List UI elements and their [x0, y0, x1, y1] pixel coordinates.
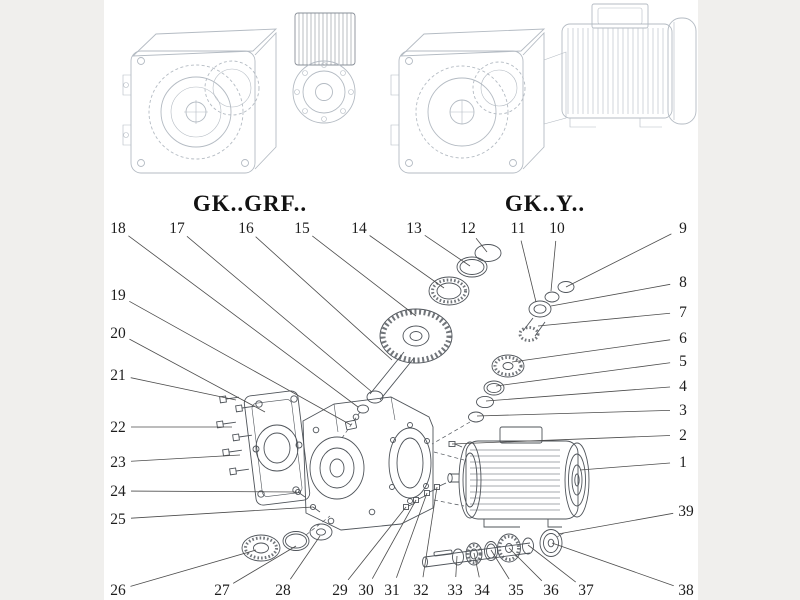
- part-number-24: 24: [110, 483, 126, 500]
- part-number-15: 15: [294, 220, 310, 237]
- gearbox-unit-motor-drawing: [390, 3, 697, 174]
- part-number-5: 5: [679, 353, 687, 370]
- part-number-8: 8: [679, 274, 687, 291]
- part-number-18: 18: [110, 220, 126, 237]
- bearing-cover-group: [241, 515, 333, 562]
- part-number-17: 17: [169, 220, 185, 237]
- leader-line-23: [130, 454, 241, 462]
- leader-line-10: [550, 240, 557, 292]
- leader-line-26: [130, 549, 257, 587]
- leader-line-30: [371, 499, 417, 579]
- leader-line-34: [473, 552, 480, 578]
- leader-line-8: [550, 283, 671, 307]
- leader-line-2: [451, 435, 671, 445]
- leader-line-33: [455, 555, 458, 578]
- leader-line-19: [129, 300, 352, 426]
- output-gear-shaft-assembly: [341, 244, 502, 439]
- leader-line-14: [369, 235, 445, 289]
- part-number-36: 36: [543, 582, 559, 599]
- leader-line-36: [508, 547, 543, 582]
- flange-plate: [243, 390, 311, 506]
- leader-line-17: [186, 236, 373, 393]
- output-shaft-assembly: [422, 529, 565, 568]
- part-labels-layer: 1234567891011121314151617181920212223242…: [110, 220, 694, 599]
- leader-line-31: [396, 492, 428, 578]
- leader-line-38: [551, 542, 674, 587]
- part-number-6: 6: [679, 330, 687, 347]
- leader-line-13: [424, 234, 471, 267]
- part-number-21: 21: [110, 367, 126, 384]
- part-number-34: 34: [474, 582, 490, 599]
- exploded-assembly-drawing: [216, 244, 590, 568]
- part-number-37: 37: [578, 582, 594, 599]
- part-number-9: 9: [679, 220, 687, 237]
- part-number-31: 31: [384, 582, 400, 599]
- leader-line-25: [130, 506, 314, 519]
- part-number-26: 26: [110, 582, 126, 599]
- leader-line-11: [520, 240, 537, 303]
- leader-line-1: [579, 462, 671, 471]
- part-number-3: 3: [679, 402, 687, 419]
- leader-line-32: [422, 486, 438, 578]
- input-pinion-assembly: [431, 281, 575, 445]
- model-title-gk-y: GK..Y..: [504, 191, 586, 216]
- leader-line-15: [312, 235, 417, 317]
- part-number-28: 28: [275, 582, 291, 599]
- part-number-4: 4: [679, 378, 687, 395]
- shaft-key: [433, 549, 453, 557]
- model-title-grf: GK..GRF..: [192, 191, 308, 216]
- leader-line-16: [255, 236, 393, 361]
- electric-motor: [447, 426, 590, 528]
- leader-line-21: [130, 377, 237, 401]
- part-number-30: 30: [358, 582, 374, 599]
- leader-line-29: [347, 506, 407, 581]
- leader-line-18: [128, 235, 359, 408]
- part-number-35: 35: [508, 582, 524, 599]
- part-number-25: 25: [110, 511, 126, 528]
- leader-line-4: [485, 386, 671, 402]
- part-number-2: 2: [679, 427, 687, 444]
- part-number-32: 32: [413, 582, 429, 599]
- leader-line-39: [557, 512, 674, 535]
- part-number-39: 39: [678, 503, 694, 520]
- leader-line-12: [475, 237, 488, 253]
- part-number-16: 16: [238, 220, 254, 237]
- flange-bolts: [216, 395, 255, 476]
- gearbox-unit-grf-drawing: [122, 12, 356, 174]
- part-number-7: 7: [679, 304, 687, 321]
- leader-line-3: [476, 409, 671, 417]
- leader-line-7: [537, 312, 671, 327]
- leader-line-27: [232, 545, 297, 584]
- leader-line-37: [527, 544, 576, 583]
- leader-line-20: [129, 338, 266, 413]
- part-number-12: 12: [460, 220, 476, 237]
- leader-line-35: [490, 549, 510, 580]
- part-number-13: 13: [406, 220, 422, 237]
- part-number-33: 33: [447, 582, 463, 599]
- shaft-nut: [345, 419, 357, 431]
- left-margin-band: [0, 0, 104, 600]
- part-number-27: 27: [214, 582, 230, 599]
- part-number-10: 10: [549, 220, 565, 237]
- part-number-1: 1: [679, 454, 687, 471]
- leader-line-24: [130, 490, 298, 493]
- part-number-29: 29: [332, 582, 348, 599]
- part-number-14: 14: [351, 220, 367, 237]
- gear-housing: [294, 396, 434, 531]
- part-number-38: 38: [678, 582, 694, 599]
- part-number-20: 20: [110, 325, 126, 342]
- part-number-22: 22: [110, 419, 126, 436]
- leader-line-5: [495, 362, 671, 387]
- part-number-11: 11: [511, 220, 526, 237]
- leader-line-28: [290, 535, 321, 580]
- leader-line-6: [511, 339, 671, 363]
- part-number-19: 19: [110, 287, 126, 304]
- leader-line-9: [565, 233, 672, 288]
- part-number-23: 23: [110, 454, 126, 471]
- right-margin-band: [698, 0, 800, 600]
